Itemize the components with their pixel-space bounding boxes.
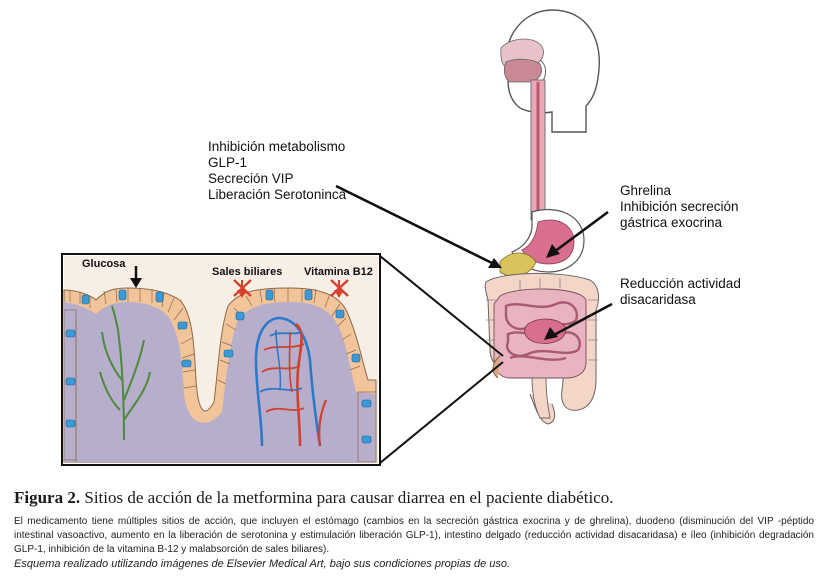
vitamin-b12-blocked-arrow	[330, 279, 349, 298]
caption-body: El medicamento tiene múltiples sitios de…	[14, 516, 814, 555]
inset-frame	[61, 253, 381, 466]
villi-illustration	[63, 256, 378, 463]
caption-source-note: Esquema realizado utilizando imágenes de…	[14, 558, 511, 570]
annotation-line: Inhibición metabolismo	[208, 139, 346, 154]
small-intestine-annotation: Reducción actividad disacaridasa	[620, 276, 741, 308]
annotation-line: Liberación Serotoninca	[208, 187, 347, 202]
lacteal-vessel	[99, 305, 151, 441]
vitamin-b12-label: Vitamina B12	[304, 266, 373, 278]
bile-salts-label: Sales biliares	[212, 266, 283, 278]
figure-illustration	[61, 9, 613, 466]
arrow-to-stomach	[546, 210, 609, 258]
duodenum-annotation: Inhibición metabolismo GLP-1 Secreción V…	[208, 139, 346, 203]
annotation-line: GLP-1	[208, 155, 248, 170]
glucose-arrow	[130, 266, 142, 288]
annotation-line: Reducción actividad	[620, 276, 741, 291]
caption-title: Figura 2. Sitios de acción de la metform…	[14, 488, 814, 508]
stomach-annotation: Ghrelina Inhibición secreción gástrica e…	[620, 183, 739, 231]
glucose-label: Glucosa	[82, 258, 126, 270]
connector-line-bottom	[379, 361, 504, 464]
head-illustration	[500, 9, 600, 133]
annotation-line: Inhibición secreción	[620, 199, 739, 214]
bile-salts-blocked-arrow	[233, 279, 252, 298]
annotation-line: Secreción VIP	[208, 171, 294, 186]
annotation-line: Ghrelina	[620, 183, 672, 198]
annotation-line: gástrica exocrina	[620, 215, 723, 230]
caption-title-text: Sitios de acción de la metformina para c…	[80, 488, 614, 507]
figure-caption: Figura 2. Sitios de acción de la metform…	[14, 488, 814, 572]
annotation-line: disacaridasa	[620, 292, 696, 307]
connector-line-top	[379, 255, 504, 357]
esophagus	[530, 79, 546, 221]
figure-number: Figura 2.	[14, 488, 81, 507]
blood-vessels	[254, 316, 328, 447]
rectum	[492, 355, 551, 419]
small-intestine	[493, 288, 587, 379]
arrow-to-duodenum	[335, 184, 502, 268]
arrow-to-small-intestine	[544, 302, 613, 340]
